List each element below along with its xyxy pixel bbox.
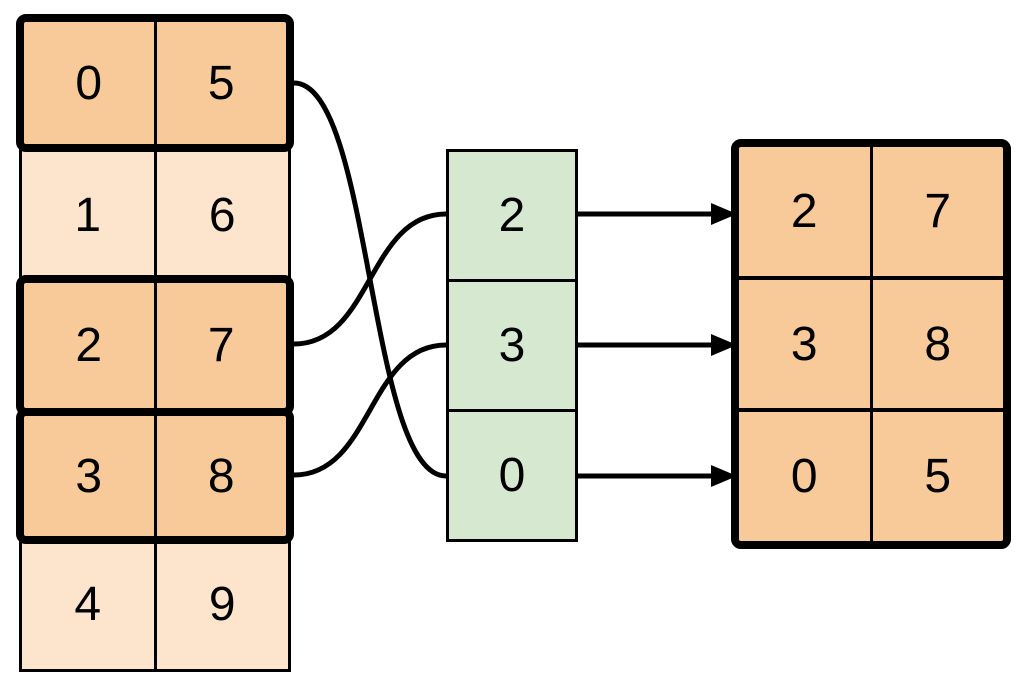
- curve-source-row0-to-index-0: [291, 80, 449, 479]
- source-table-cell: 6: [208, 189, 236, 242]
- result-table-row-2: 0 5: [739, 408, 1003, 542]
- source-table-cell: 7: [207, 319, 235, 372]
- source-table-row-2-highlighted: 2 7: [16, 275, 294, 416]
- source-table-row-4: 4 9: [19, 540, 291, 672]
- result-table-cell: 2: [739, 147, 873, 276]
- source-table-cell: 1: [22, 148, 157, 283]
- index-cell-1: 3: [449, 279, 575, 409]
- result-table: 2 7 3 8 0 5: [731, 139, 1011, 549]
- source-table-row-0-highlighted: 0 5: [16, 14, 294, 152]
- curve-source-row3-to-index-3: [291, 342, 449, 478]
- result-table-cell: 0: [739, 412, 873, 542]
- index-cell-2: 0: [449, 409, 575, 539]
- result-table-cell: 3: [739, 279, 873, 409]
- source-table-row-1: 1 6: [19, 148, 291, 283]
- source-table-cell: 9: [208, 578, 236, 631]
- source-table: 1 6 4 9 0 5 2 7 3 8: [16, 14, 294, 676]
- result-table-cell: 8: [924, 317, 952, 371]
- source-table-cell: 3: [24, 416, 157, 536]
- source-table-cell: 5: [207, 56, 235, 110]
- source-table-cell: 2: [24, 283, 157, 408]
- source-table-row-3-highlighted: 3 8: [16, 408, 294, 544]
- index-cell-0: 2: [498, 189, 526, 242]
- source-table-cell: 4: [22, 540, 157, 669]
- result-table-row-0: 2 7: [739, 147, 1003, 276]
- result-table-cell: 5: [924, 450, 952, 504]
- index-array: 2 3 0: [446, 149, 578, 542]
- result-table-row-1: 3 8: [739, 275, 1003, 409]
- result-table-cell: 7: [924, 184, 952, 238]
- source-table-cell: 8: [207, 449, 235, 503]
- curve-source-row2-to-index-2: [291, 211, 449, 347]
- source-table-cell: 0: [24, 22, 157, 144]
